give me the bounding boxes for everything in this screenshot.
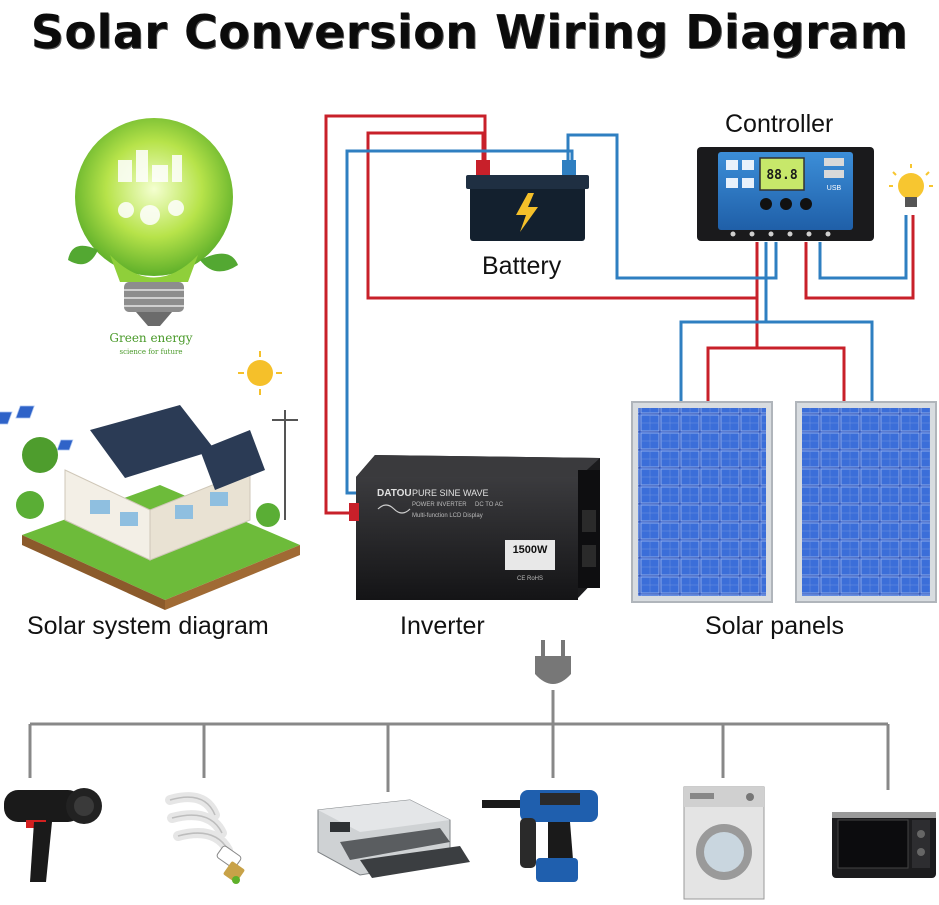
green-energy-bulb-icon: Green energy science for future	[68, 118, 238, 356]
battery-negative-to-controller-wire	[566, 133, 778, 280]
inverter-icon: DATOU PURE SINE WAVE POWER INVERTER DC T…	[349, 455, 600, 600]
battery-positive-to-controller-wire	[366, 131, 759, 300]
diagram-title: Solar Conversion Wiring Diagram	[30, 5, 909, 59]
controller-usb-label: USB	[827, 185, 842, 192]
bulb-caption: Green energy	[109, 331, 192, 345]
bulb-subcaption: science for future	[120, 348, 183, 356]
light-bulb-icon	[889, 164, 933, 207]
solar-panel-left-icon	[631, 401, 773, 603]
inverter-brand: DATOU	[377, 488, 412, 499]
panel-positive-wire-2	[708, 346, 846, 405]
inverter-cert: CE RoHS	[517, 576, 543, 582]
solar-system-label: Solar system diagram	[27, 612, 269, 640]
panel-negative-wire	[679, 242, 768, 405]
controller-lcd: 88.8	[766, 168, 797, 183]
panel-negative-wire-2	[766, 320, 874, 405]
controller-label: Controller	[725, 110, 834, 138]
power-drill-icon	[482, 790, 598, 882]
wiring	[28, 114, 915, 792]
microwave-oven-icon	[832, 812, 936, 878]
solar-house-icon	[0, 351, 300, 610]
solar-panel-right-icon	[795, 401, 937, 603]
inverter-power-rating: 1500W	[513, 544, 548, 556]
inverter-display-text: Multi-function LCD Display	[412, 513, 483, 519]
cfl-bulb-icon	[165, 792, 245, 884]
panel-positive-wire	[706, 298, 759, 405]
printer-icon	[317, 799, 470, 878]
load-bus	[28, 690, 890, 792]
load-positive-wire	[804, 215, 915, 300]
charge-controller-icon: 88.8 USB	[697, 147, 874, 241]
inverter-label: Inverter	[400, 612, 485, 640]
inverter-negative-wire	[345, 149, 574, 495]
solar-panels-label: Solar panels	[705, 612, 844, 640]
inverter-conversion: DC TO AC	[475, 502, 504, 508]
battery-label: Battery	[482, 252, 562, 280]
load-negative-wire	[818, 215, 908, 280]
washing-machine-icon	[683, 786, 765, 900]
inverter-model: PURE SINE WAVE	[412, 488, 489, 498]
inverter-positive-wire	[324, 114, 487, 515]
inverter-type: POWER INVERTER	[412, 502, 467, 508]
battery-icon	[466, 160, 589, 241]
power-plug-icon	[535, 640, 571, 684]
hair-dryer-icon	[4, 788, 102, 882]
